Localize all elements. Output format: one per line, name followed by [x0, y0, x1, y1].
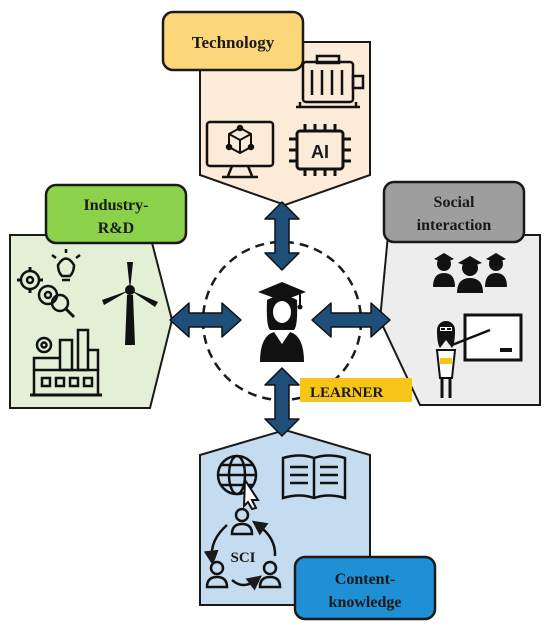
globe-cursor-icon: [216, 454, 260, 511]
graduates-icon: [433, 253, 507, 293]
social-title-line2: interaction: [417, 217, 492, 234]
content-panel: SCI Content- knowledge: [199, 428, 437, 621]
arrow-right-social: [311, 302, 391, 338]
social-title-line1: Social: [434, 194, 475, 211]
industry-title-line2: R&D: [98, 220, 134, 237]
learner-icon: [258, 282, 306, 362]
content-title-line1: Content-: [335, 571, 395, 588]
technology-panel: Technology: [161, 10, 371, 207]
content-tab: [293, 555, 437, 621]
open-book-icon: [281, 454, 347, 500]
ai-chip-text: AI: [311, 142, 329, 162]
industry-title-line1: Industry-: [84, 197, 149, 214]
electric-motor-icon: [296, 54, 365, 109]
content-title-line2: knowledge: [329, 594, 402, 611]
ai-chip-icon: AI: [289, 124, 351, 176]
social-tab: [382, 180, 526, 244]
learner-label: LEARNER: [310, 385, 384, 401]
industry-panel: Industry- R&D: [9, 183, 188, 409]
technology-title: Technology: [192, 33, 275, 52]
arrow-left-industry: [169, 302, 242, 338]
factory-icon: [30, 328, 102, 397]
gears-lightbulb-icon: [17, 249, 81, 319]
social-panel: Social interaction: [378, 180, 541, 406]
teacher-board-icon: [435, 313, 523, 398]
industry-tab: [44, 183, 188, 245]
sci-label: SCI: [230, 550, 255, 566]
technology-tab: [161, 10, 305, 72]
arrow-up-technology: [264, 201, 300, 271]
collaboration-cycle-icon: SCI: [203, 507, 282, 591]
wind-turbine-icon: [102, 262, 158, 345]
arrow-down-content: [264, 367, 300, 437]
computer-cube-icon: [205, 120, 275, 179]
learner-label-bg: [300, 378, 412, 402]
